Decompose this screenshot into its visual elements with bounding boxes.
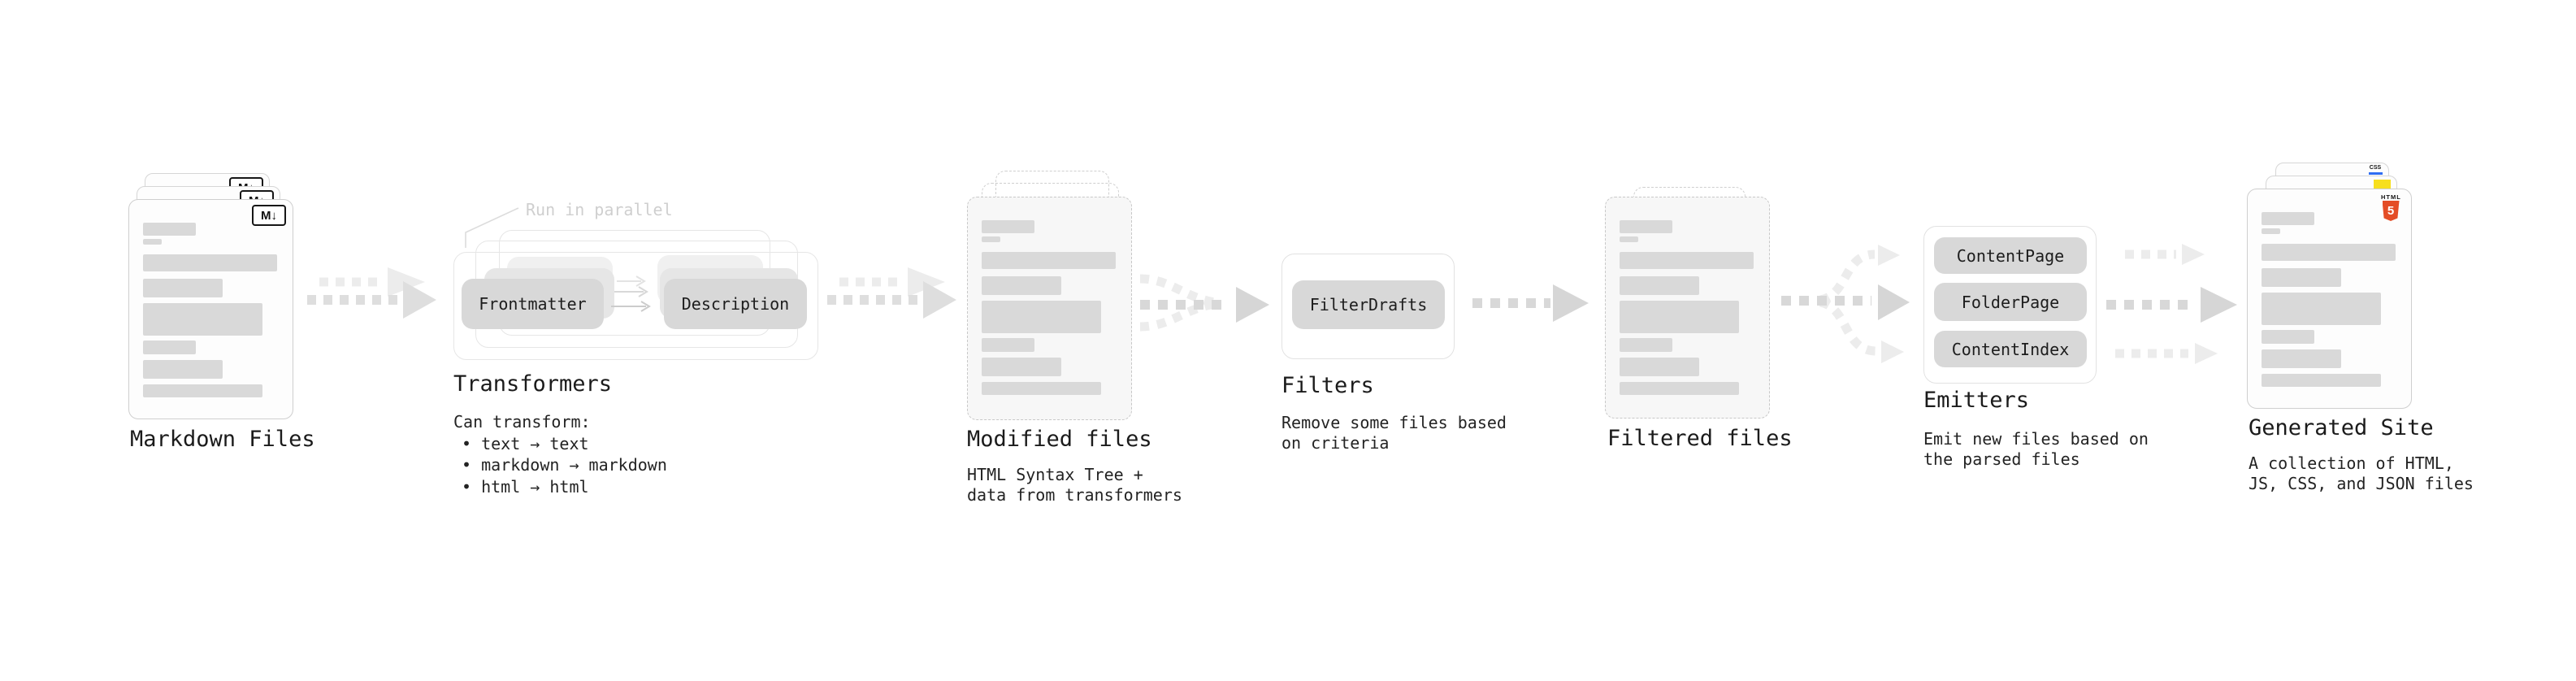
doc-content-bar: [982, 236, 1000, 242]
doc-content-bar: [143, 279, 223, 297]
doc-content-bar: [143, 303, 262, 336]
emitter-node-folderpage: FolderPage: [1934, 283, 2087, 321]
doc-content-bar: [1620, 276, 1699, 295]
doc-content-bar: [2262, 228, 2280, 234]
transformer-card-front: [453, 252, 818, 360]
emitters-title: Emitters: [1923, 388, 2030, 413]
doc-content-bar: [143, 384, 262, 397]
modified-doc-front: [967, 197, 1132, 420]
doc-content-bar: [982, 220, 1034, 233]
generated-site-label: Generated Site: [2249, 415, 2434, 440]
doc-content-bar: [982, 252, 1116, 269]
transform-bullet: • markdown → markdown: [462, 455, 667, 475]
html5-badge-icon: HTML 5: [2381, 193, 2400, 221]
doc-content-bar: [2262, 293, 2381, 325]
run-in-parallel-note: Run in parallel: [526, 200, 673, 219]
doc-content-bar: [982, 382, 1101, 395]
html5-badge-number: 5: [2387, 204, 2395, 218]
flow-arrow-single: [1472, 284, 1589, 322]
transform-bullet: • text → text: [462, 433, 589, 453]
emitter-node-contentpage: ContentPage: [1934, 237, 2087, 274]
transformer-node-frontmatter: Frontmatter: [462, 279, 604, 329]
generated-site-description: A collection of HTML, JS, CSS, and JSON …: [2249, 453, 2474, 493]
flow-arrow-triple: [2106, 244, 2237, 364]
doc-content-bar: [143, 360, 223, 379]
markdown-files-label: Markdown Files: [130, 427, 315, 452]
doc-content-bar: [143, 239, 162, 245]
transformers-title: Transformers: [453, 371, 613, 397]
doc-content-bar: [143, 340, 196, 354]
js-badge-icon: [2374, 180, 2391, 189]
emitters-description: Emit new files based on the parsed files: [1923, 429, 2149, 469]
transform-bullet: • html → html: [462, 476, 589, 497]
doc-content-bar: [1620, 338, 1672, 352]
transformers-description: Can transform: • text → text • markdown …: [453, 411, 667, 497]
css-badge-icon: CSS: [2368, 165, 2383, 175]
filter-node-filterdrafts: FilterDrafts: [1292, 280, 1445, 329]
doc-content-bar: [982, 276, 1061, 295]
filtered-files-label: Filtered files: [1607, 426, 1793, 451]
flow-arrow-files: [827, 267, 956, 319]
doc-content-bar: [1620, 301, 1739, 333]
markdown-doc-front: M↓: [128, 199, 293, 419]
doc-content-bar: [143, 254, 277, 271]
doc-content-bar: [2262, 244, 2396, 261]
annotation-connector-line: [465, 207, 519, 248]
doc-content-bar: [2262, 374, 2381, 387]
doc-content-bar: [143, 223, 196, 236]
markdown-icon: M↓: [252, 205, 286, 226]
filters-title: Filters: [1281, 373, 1374, 398]
doc-content-bar: [982, 338, 1034, 352]
doc-content-bar: [982, 358, 1061, 376]
doc-content-bar: [1620, 220, 1672, 233]
doc-content-bar: [1620, 358, 1699, 376]
modified-files-label: Modified files: [967, 427, 1152, 452]
doc-content-bar: [1620, 252, 1754, 269]
generated-doc-html: HTML 5: [2247, 189, 2412, 409]
transformer-node-description: Description: [664, 279, 807, 329]
doc-content-bar: [2262, 268, 2341, 287]
filtered-doc-front: [1605, 197, 1770, 419]
doc-content-bar: [1620, 382, 1739, 395]
flow-arrow-files: [307, 267, 436, 319]
flow-arrow-split: [1781, 245, 1910, 363]
markdown-icon-glyph: M↓: [261, 208, 277, 223]
doc-content-bar: [982, 301, 1101, 333]
html5-badge-shield: 5: [2382, 201, 2400, 221]
css-badge-label: CSS: [2369, 165, 2382, 171]
html5-badge-label: HTML: [2381, 193, 2401, 201]
can-transform-heading: Can transform:: [453, 412, 591, 432]
doc-content-bar: [2262, 349, 2341, 368]
doc-content-bar: [1620, 236, 1638, 242]
filters-description: Remove some files based on criteria: [1281, 413, 1507, 453]
css-badge-underline: [2368, 172, 2383, 175]
flow-arrow-merge: [1139, 274, 1269, 332]
emitter-node-contentindex: ContentIndex: [1934, 331, 2087, 367]
parallel-arrows-icon: [611, 275, 651, 312]
doc-content-bar: [2262, 330, 2314, 344]
modified-files-description: HTML Syntax Tree + data from transformer…: [967, 465, 1182, 505]
doc-content-bar: [2262, 212, 2314, 225]
